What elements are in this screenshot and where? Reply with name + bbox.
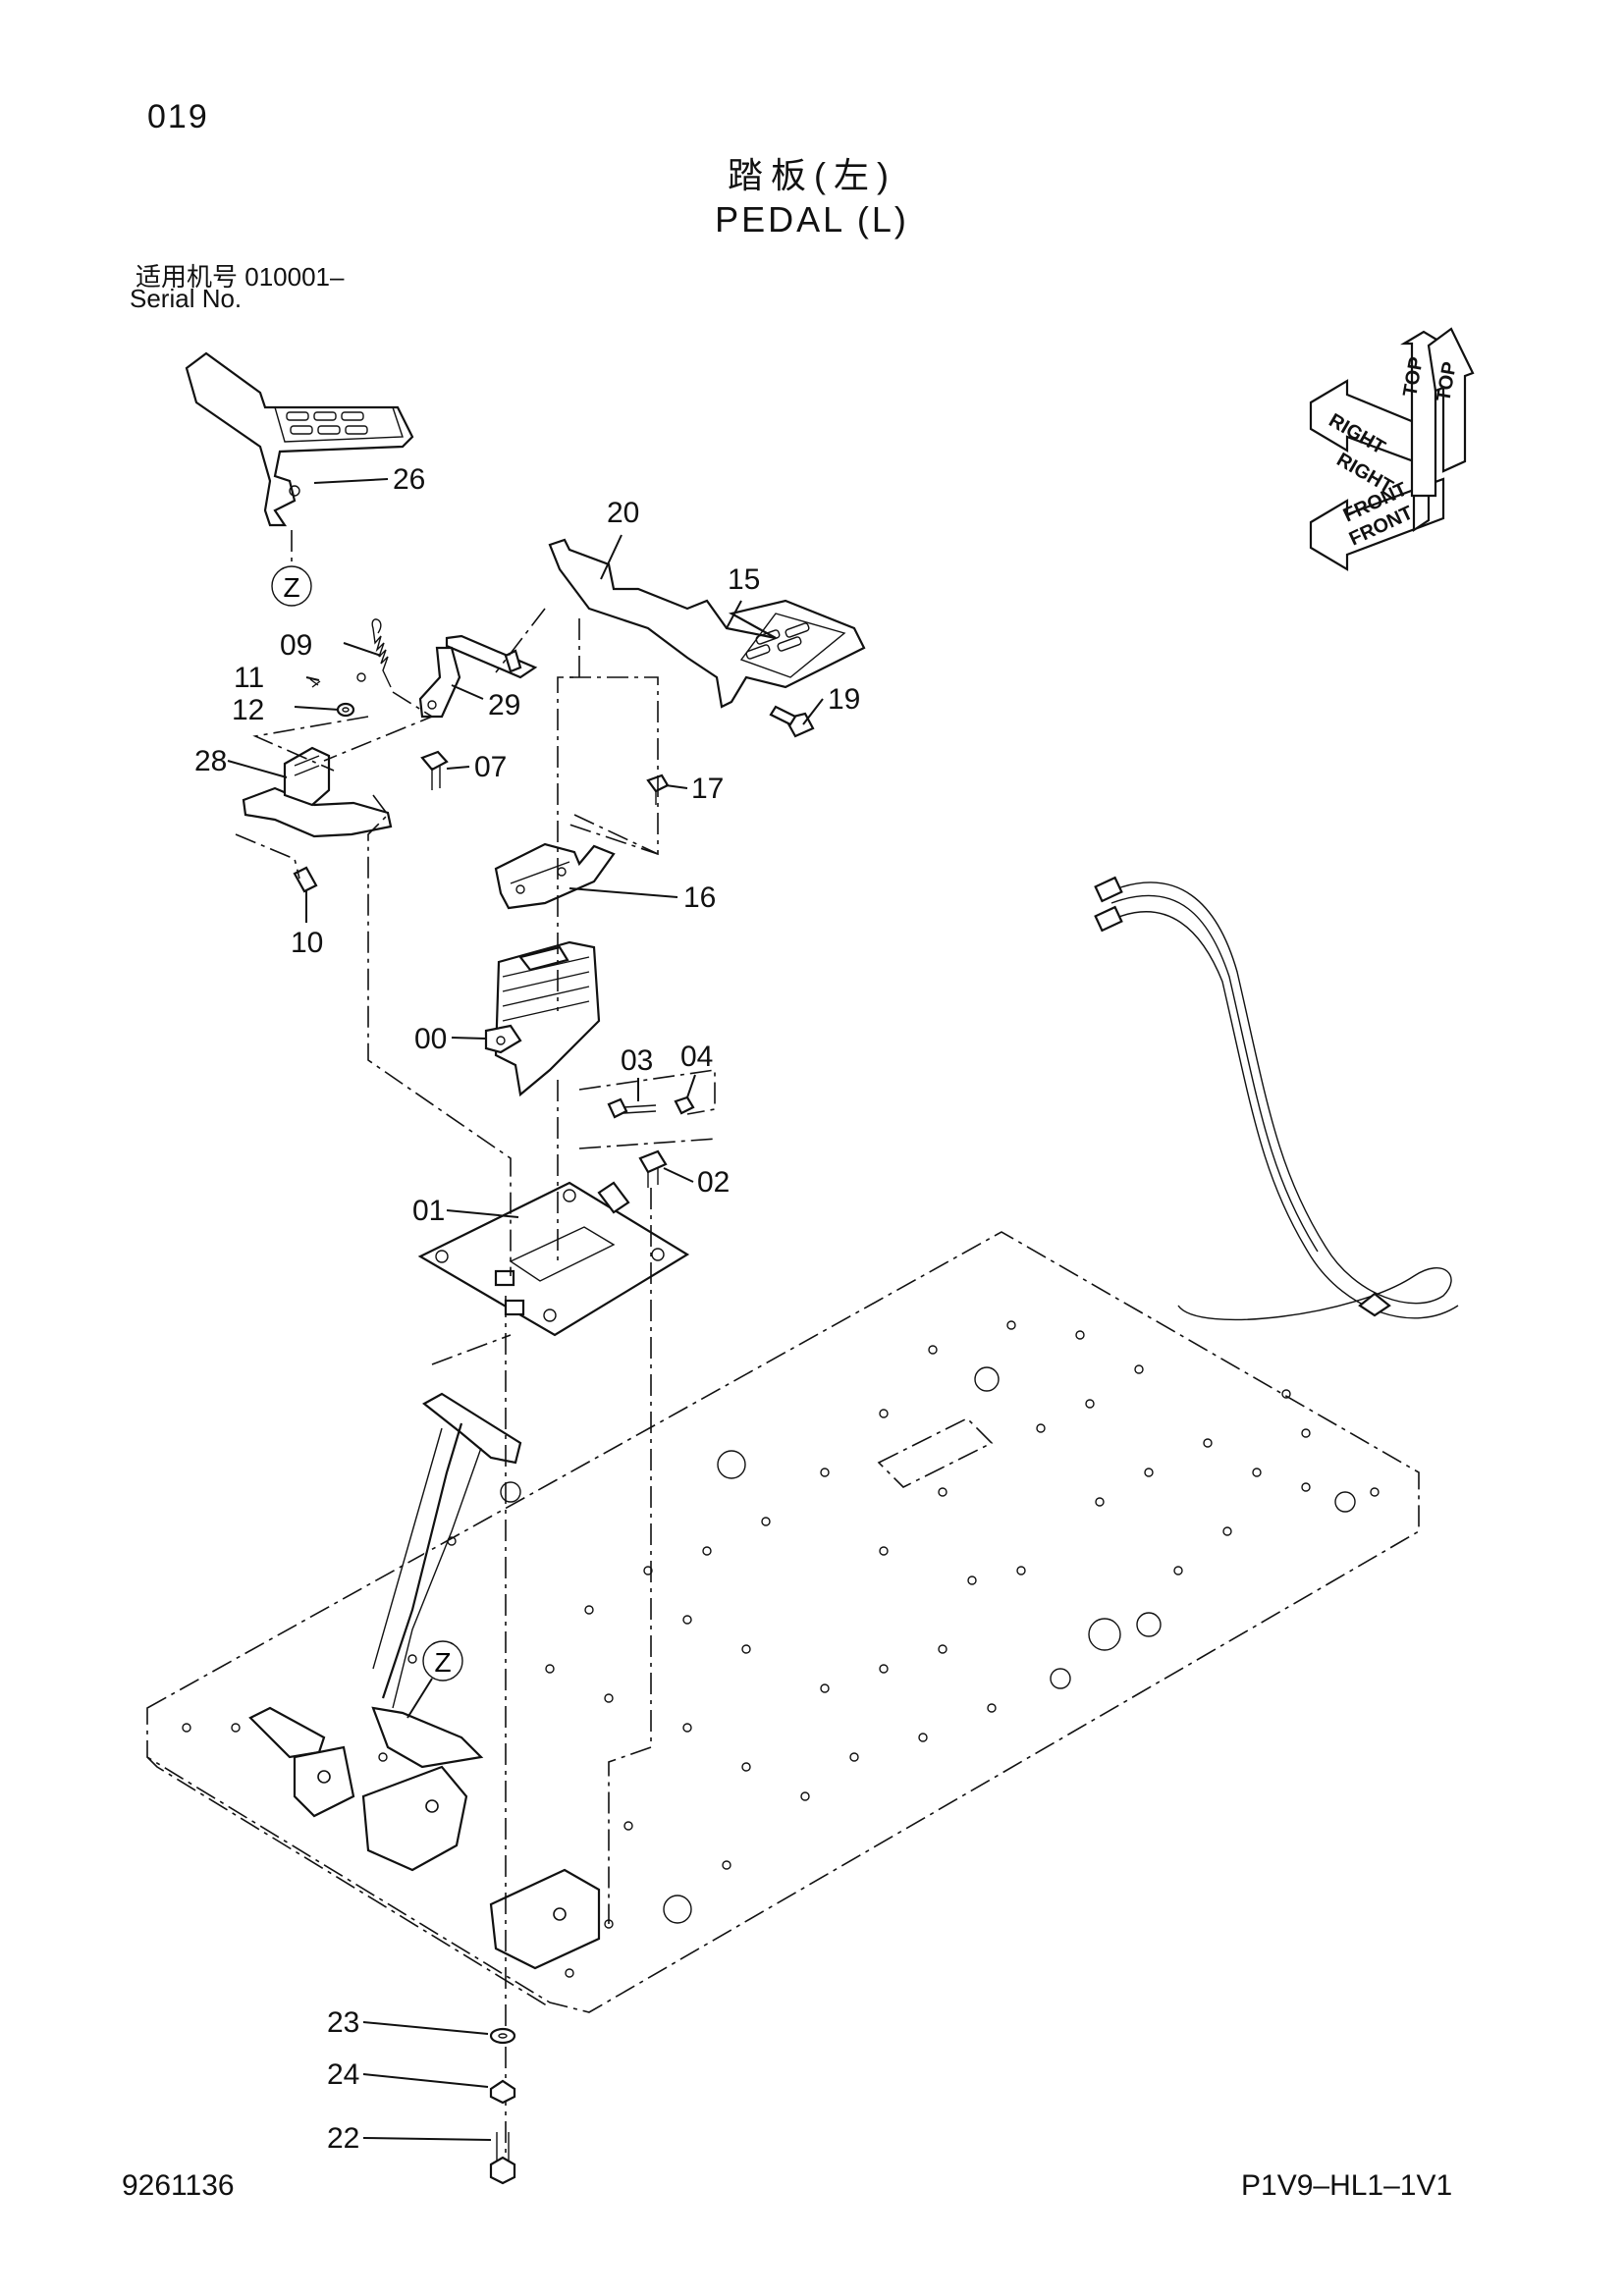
callout-labels: 26 20 15 09 11 12 29 19 28 07 17 10 16 0… xyxy=(194,463,860,2155)
callout-26: 26 xyxy=(393,463,425,496)
pilot-hose xyxy=(1094,876,1459,1321)
serial-label-en: Serial No. xyxy=(130,284,243,313)
assembly-lines xyxy=(235,608,718,2169)
callout-20: 20 xyxy=(607,497,639,529)
part-24-nut xyxy=(489,2079,516,2105)
part-03-bolt xyxy=(607,1097,657,1119)
part-04-nut xyxy=(674,1095,695,1115)
orientation-arrows: RIGHT RIGHT FRONT FRONT TOP TOP xyxy=(1309,327,1475,571)
callout-29: 29 xyxy=(488,689,520,721)
title-chinese: 踏板(左) xyxy=(728,155,896,195)
callout-02: 02 xyxy=(697,1166,730,1199)
callout-01: 01 xyxy=(412,1195,445,1227)
svg-text:Z: Z xyxy=(283,572,299,603)
part-12-washer xyxy=(336,702,355,718)
callout-19: 19 xyxy=(828,683,860,716)
callout-00: 00 xyxy=(414,1023,447,1055)
serial-label-cn: 适用机号 xyxy=(135,262,239,292)
part-22-bolt xyxy=(489,2132,516,2185)
callout-22: 22 xyxy=(327,2122,359,2155)
callout-03: 03 xyxy=(621,1044,653,1077)
part-07-bolt xyxy=(420,750,449,790)
callout-12: 12 xyxy=(232,694,264,726)
serial-value: 010001– xyxy=(244,262,345,292)
callout-04: 04 xyxy=(680,1041,713,1073)
part-09-spring xyxy=(356,618,392,688)
part-01-plate xyxy=(417,1181,690,1337)
part-11-pin xyxy=(309,678,321,688)
model-code: P1V9–HL1–1V1 xyxy=(1241,2169,1453,2202)
callout-07: 07 xyxy=(474,751,507,783)
callout-23: 23 xyxy=(327,2006,359,2039)
part-23-washer xyxy=(489,2027,516,2045)
callout-15: 15 xyxy=(728,563,760,596)
page-number: 019 xyxy=(147,98,209,135)
part-29-lever xyxy=(418,634,538,719)
callout-10: 10 xyxy=(291,927,323,959)
part-28-bracket xyxy=(242,746,393,838)
svg-text:Z: Z xyxy=(434,1647,451,1678)
leader-lines xyxy=(227,478,824,2141)
callout-16: 16 xyxy=(683,881,716,914)
callout-09: 09 xyxy=(280,629,312,662)
floor-plate xyxy=(146,1231,1420,2013)
detail-marker-z-top: Z xyxy=(271,530,312,607)
drawing-number: 9261136 xyxy=(122,2169,235,2202)
part-10-pin xyxy=(293,866,318,893)
part-26-pedal xyxy=(185,351,414,527)
detail-marker-z-bottom: Z xyxy=(406,1640,463,1719)
floor-pedal-assembly xyxy=(248,1392,601,1970)
callout-17: 17 xyxy=(691,773,724,805)
callout-24: 24 xyxy=(327,2058,359,2091)
title-english: PEDAL (L) xyxy=(715,199,909,240)
callout-11: 11 xyxy=(234,662,264,694)
serial-line: 适用机号 010001– xyxy=(135,257,344,294)
callout-28: 28 xyxy=(194,745,227,777)
part-02-bolt xyxy=(638,1149,668,1188)
part-15-pedal xyxy=(548,538,866,709)
part-16-bracket xyxy=(494,842,616,910)
part-00-valve xyxy=(484,940,601,1097)
